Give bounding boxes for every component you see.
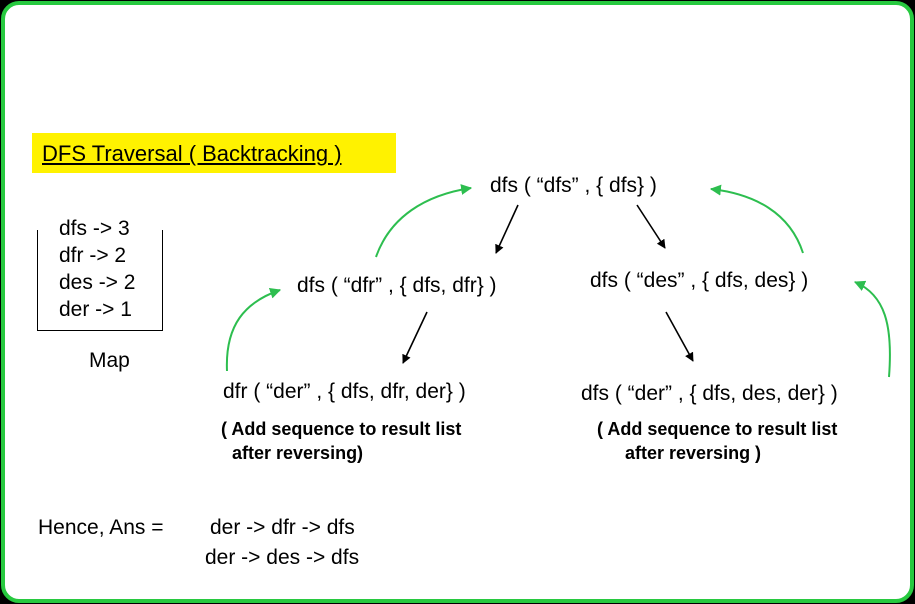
- node-root: dfs ( “dfs” , { dfs} ): [490, 174, 657, 197]
- backtrack-arrow-rightleaf-to-right: [853, 280, 891, 378]
- map-entry-dfs: dfs -> 3: [59, 217, 130, 240]
- node-left-leaf: dfr ( “der” , { dfs, dfr, der} ): [223, 380, 466, 403]
- map-label: Map: [89, 349, 130, 372]
- node-left: dfs ( “dfr” , { dfs, dfr} ): [297, 274, 497, 297]
- note-right-line1: ( Add sequence to result list: [597, 419, 838, 439]
- answer-line1: der -> dfr -> dfs: [210, 516, 355, 539]
- title-highlight: DFS Traversal ( Backtracking ): [32, 133, 396, 173]
- tree-arrow-left-leaf: [402, 311, 428, 364]
- answer-label: Hence, Ans =: [38, 516, 164, 539]
- map-entry-der: der -> 1: [59, 298, 132, 321]
- backtrack-arrow-left-to-root: [375, 184, 473, 258]
- backtrack-arrow-leftleaf-to-left: [225, 288, 282, 372]
- map-box: [37, 230, 163, 331]
- tree-arrow-root-left: [495, 204, 519, 254]
- arrow-layer: [225, 184, 891, 378]
- note-left-line1: ( Add sequence to result list: [221, 419, 462, 439]
- tree-arrow-root-right: [636, 204, 666, 249]
- diagram-title: DFS Traversal ( Backtracking ): [42, 141, 342, 166]
- node-right: dfs ( “des” , { dfs, des} ): [590, 269, 809, 292]
- node-right-leaf: dfs ( “der” , { dfs, des, der} ): [581, 382, 838, 405]
- backtrack-arrow-right-to-root: [709, 184, 804, 254]
- tree-arrow-right-leaf: [665, 311, 694, 362]
- note-left-line2: after reversing): [232, 443, 364, 463]
- answer-line2: der -> des -> dfs: [205, 546, 360, 569]
- note-right-line2: after reversing ): [625, 443, 762, 463]
- map-entry-des: des -> 2: [59, 271, 136, 294]
- map-entry-dfr: dfr -> 2: [59, 244, 127, 267]
